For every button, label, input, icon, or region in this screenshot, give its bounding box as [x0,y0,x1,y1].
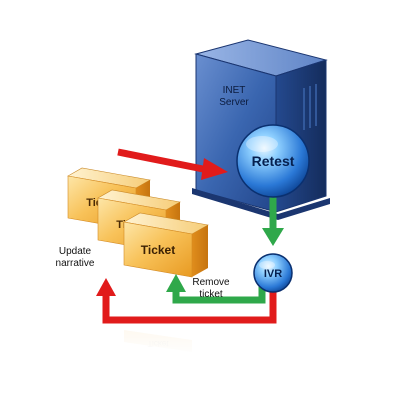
ticket-front-label: Ticket [141,243,175,257]
retest-label: Retest [252,153,295,169]
update-narrative-line1: Update [59,246,92,257]
server-label-line2: Server [219,97,249,108]
ticket-front: Ticket [123,212,209,278]
arrow-retest-to-ivr [262,196,284,246]
arrow-update-narrative [96,278,277,324]
remove-ticket-line1: Remove [192,277,230,288]
remove-ticket-line2: ticket [199,289,223,300]
server-label-line1: INET [223,85,246,96]
arrow-to-retest [117,148,228,180]
ticket-reflection: Ticket [120,328,200,356]
retest-orb: Retest [236,124,310,198]
ivr-label: IVR [264,268,282,280]
update-narrative-line2: narrative [56,258,95,269]
server-vents [303,84,317,130]
ivr-orb: IVR [253,253,293,293]
